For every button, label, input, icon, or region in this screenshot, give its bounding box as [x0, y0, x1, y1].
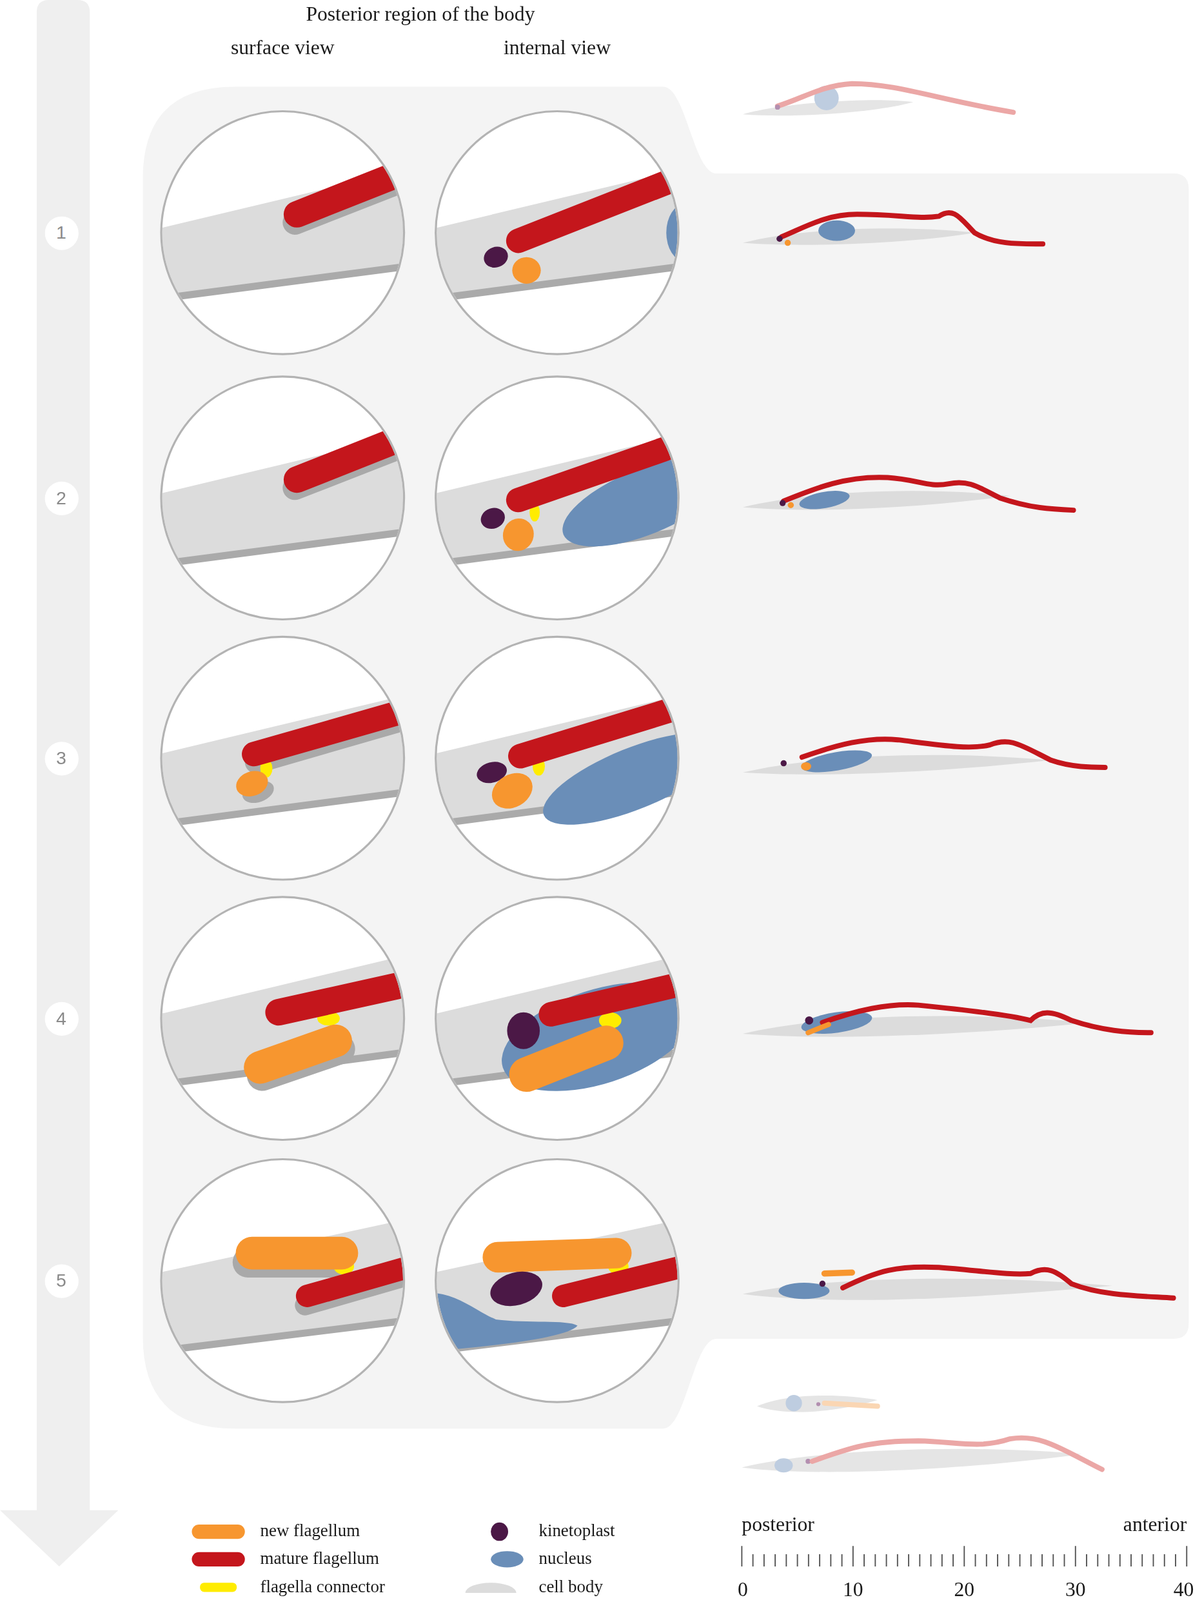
background-panel: [143, 86, 1190, 1429]
zoom-circle: [424, 1159, 700, 1403]
column-heading: surface view: [230, 35, 335, 59]
zoom-circle: [150, 110, 426, 355]
zoom-circle: [150, 636, 426, 880]
scale-number: 0: [737, 1577, 749, 1600]
scale-number: 20: [953, 1577, 975, 1600]
legend-label: mature flagellum: [259, 1549, 379, 1569]
step-number: 1: [56, 221, 67, 244]
axis-end-label: anterior: [1123, 1512, 1187, 1535]
scale-number: 10: [842, 1577, 864, 1600]
zoom-circle: [150, 376, 426, 620]
legend-swatch: [199, 1582, 237, 1592]
time-arrow: [0, 0, 119, 1567]
zoom-circle: [424, 376, 737, 620]
legend-swatch: [191, 1524, 245, 1539]
legend-swatch: [191, 1552, 245, 1567]
scale-number: 40: [1173, 1577, 1195, 1600]
step-number: 5: [56, 1269, 67, 1291]
step-number-circle: 4: [44, 1001, 79, 1035]
step-number: 3: [56, 747, 67, 769]
legend-swatch: [490, 1550, 524, 1567]
column-heading: internal view: [503, 35, 611, 59]
legend-label: cell body: [538, 1577, 603, 1598]
figure-title: Posterior region of the body: [305, 1, 535, 25]
legend-label: nucleus: [538, 1549, 592, 1569]
legend-label: flagella connector: [259, 1577, 385, 1598]
zoom-circle: [150, 1159, 426, 1403]
step-number-circle: 1: [44, 216, 79, 250]
axis-end-label: posterior: [741, 1512, 814, 1535]
step-number-circle: 3: [44, 741, 79, 776]
legend-label: kinetoplast: [538, 1521, 615, 1542]
zoom-circle: [424, 896, 708, 1141]
zoom-circle: [424, 636, 736, 880]
legend-swatch: [490, 1522, 509, 1541]
step-number-circle: 5: [44, 1263, 79, 1298]
step-number: 4: [56, 1007, 67, 1030]
zoom-circle: [150, 896, 426, 1141]
scale-number: 30: [1065, 1577, 1086, 1600]
legend-label: new flagellum: [259, 1521, 360, 1542]
cell-figures: [741, 83, 1173, 1473]
step-number: 2: [56, 487, 67, 509]
step-number-circle: 2: [44, 481, 79, 515]
scale-ruler: [741, 1545, 1187, 1567]
legend-swatch: [465, 1582, 517, 1593]
zoom-circle: [424, 110, 703, 355]
